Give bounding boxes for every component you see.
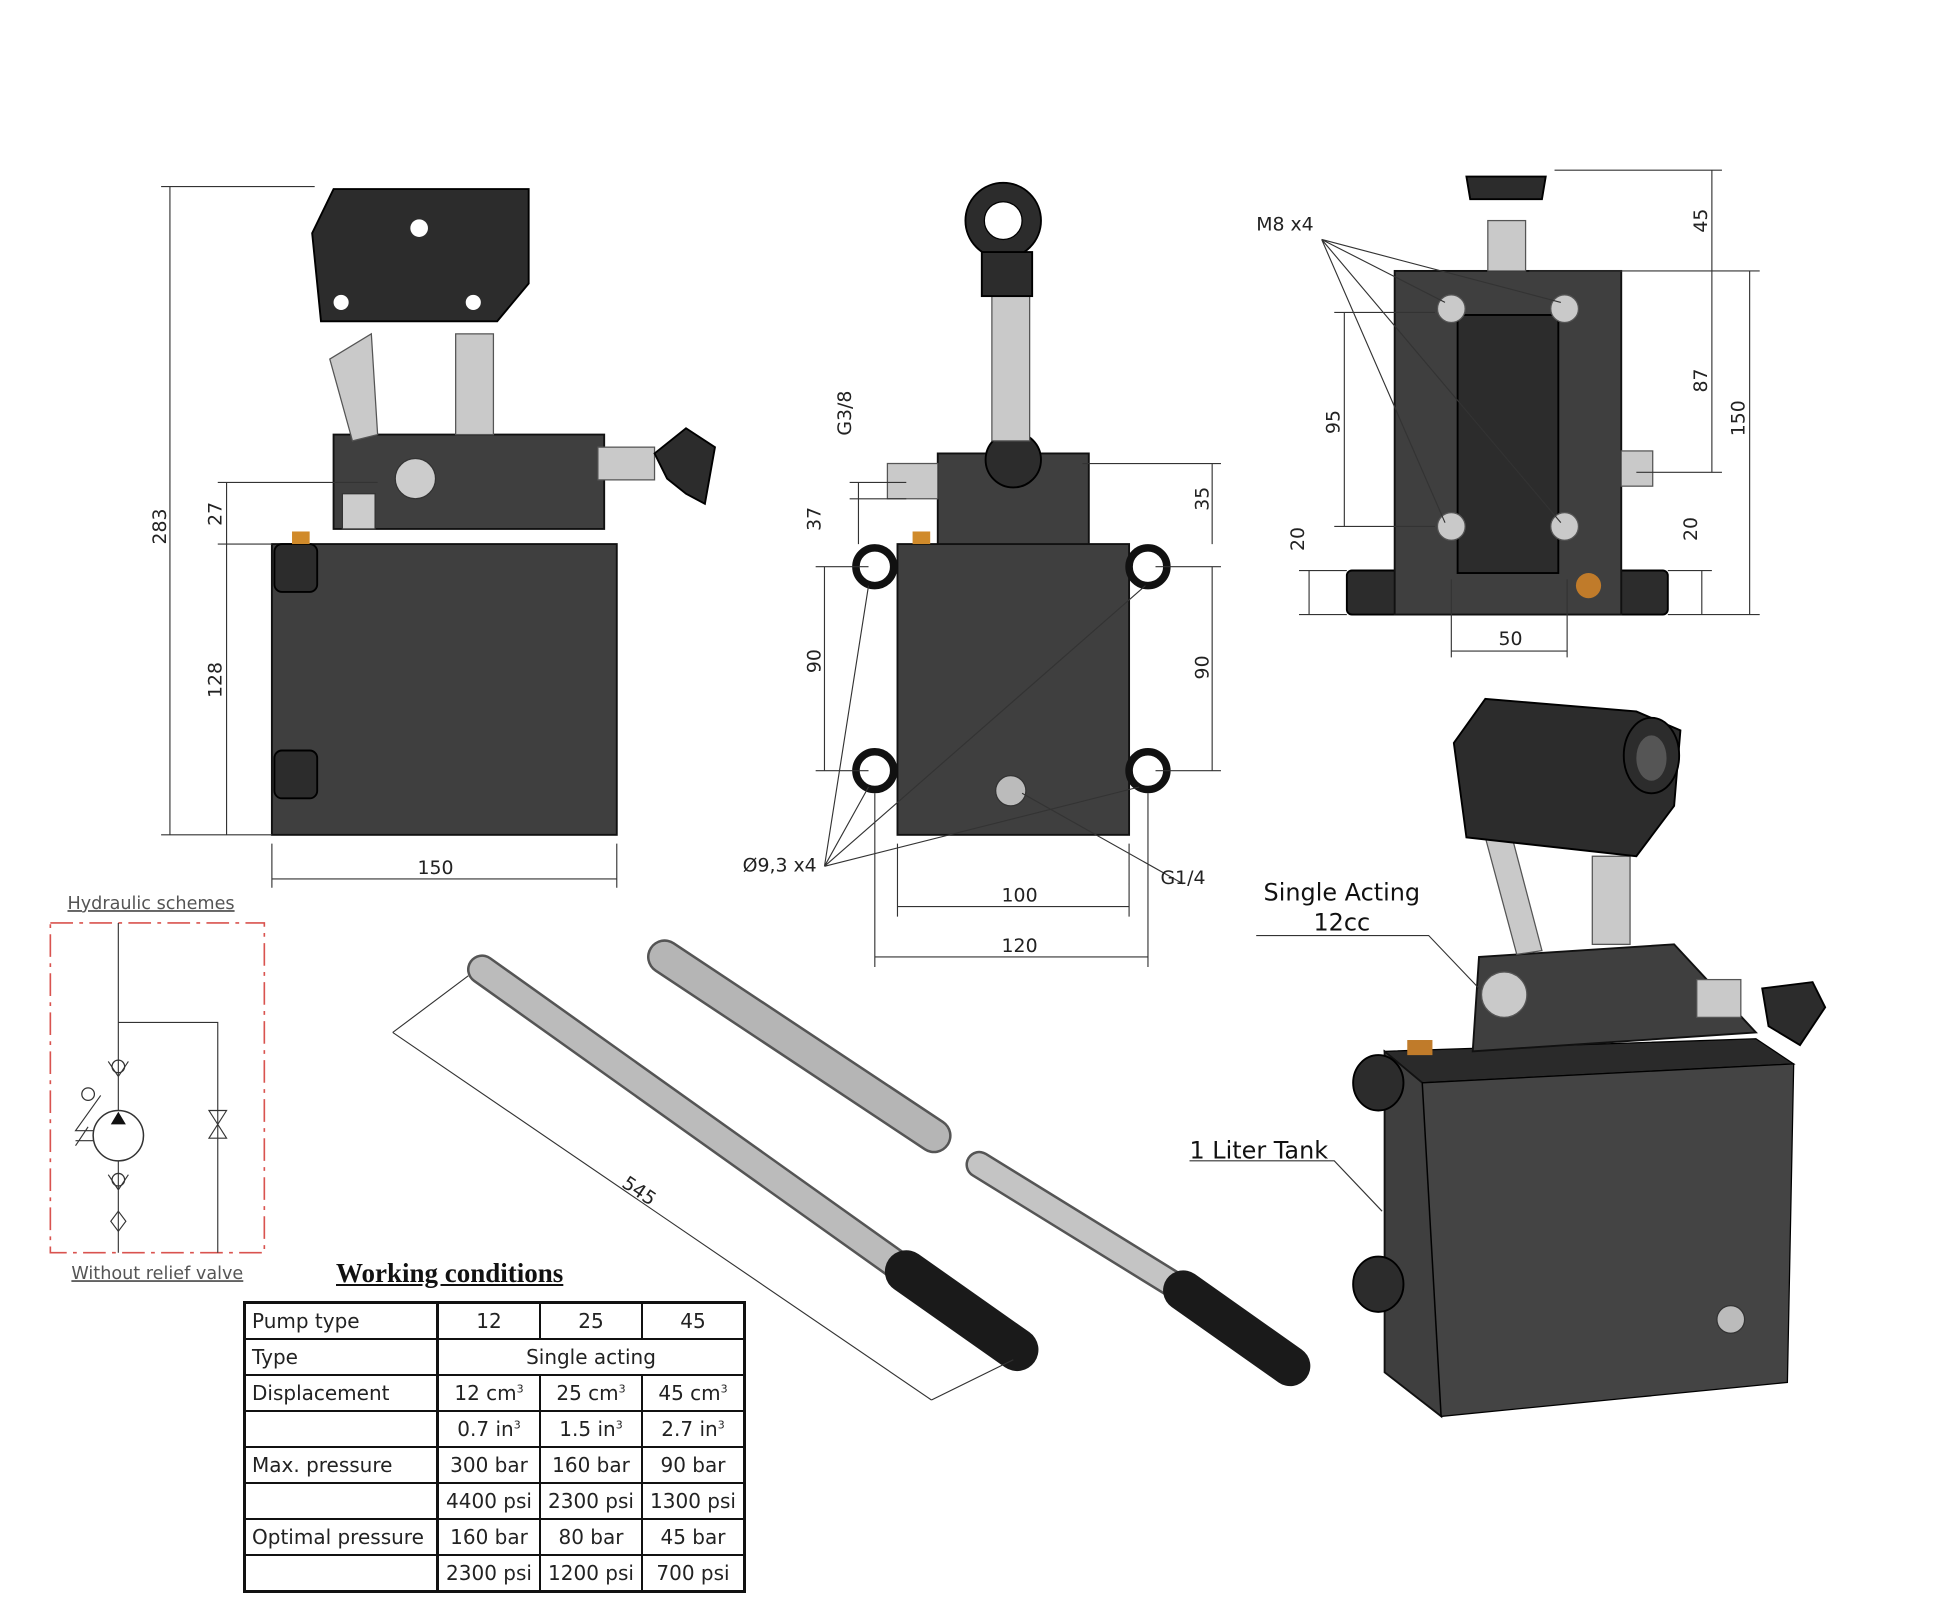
dim-90-left: 90 xyxy=(804,649,826,673)
dim-m8: M8 x4 xyxy=(1256,214,1313,236)
top-view xyxy=(1345,175,1669,616)
cell: 12 cm3 xyxy=(436,1374,541,1412)
front-view xyxy=(270,188,716,836)
dim-37: 37 xyxy=(804,507,826,531)
dim-90-right: 90 xyxy=(1191,655,1213,679)
cell: 90 bar xyxy=(641,1446,746,1484)
pump-type-45: 45 xyxy=(641,1301,746,1340)
handle-rods: 545 xyxy=(392,939,1311,1401)
row-label: Max. pressure xyxy=(243,1446,439,1484)
iso-view: Single Acting 12cc 1 Liter Tank xyxy=(1189,697,1827,1419)
label-1-liter-tank: 1 Liter Tank xyxy=(1190,1136,1329,1164)
row-label: Pump type xyxy=(243,1301,439,1340)
dim-mount-holes: Ø9,3 x4 xyxy=(743,854,817,876)
dim-545: 545 xyxy=(618,1172,660,1210)
dim-27: 27 xyxy=(205,502,227,526)
type-value: Single acting xyxy=(436,1338,746,1376)
table-row: Displacement 12 cm3 25 cm3 45 cm3 xyxy=(243,1374,746,1412)
side-view xyxy=(852,181,1171,836)
dim-128: 128 xyxy=(205,662,227,698)
cell: 1.5 in3 xyxy=(539,1410,643,1448)
cell: 300 bar xyxy=(436,1446,541,1484)
row-label: Optimal pressure xyxy=(243,1518,439,1556)
dim-150-top: 150 xyxy=(1728,400,1750,436)
dim-50: 50 xyxy=(1498,628,1522,650)
table-row: 2300 psi 1200 psi 700 psi xyxy=(243,1554,746,1593)
cell: 2300 psi xyxy=(436,1554,541,1593)
cell: 45 cm3 xyxy=(641,1374,746,1412)
row-label: Type xyxy=(243,1338,439,1376)
label-12cc: 12cc xyxy=(1313,909,1370,937)
dim-g38: G3/8 xyxy=(834,391,856,436)
cell: 2.7 in3 xyxy=(641,1410,746,1448)
hydraulic-caption: Without relief valve xyxy=(71,1264,243,1284)
table-row: Optimal pressure 160 bar 80 bar 45 bar xyxy=(243,1518,746,1556)
cell: 80 bar xyxy=(539,1518,643,1556)
hydraulic-title: Hydraulic schemes xyxy=(67,894,234,914)
cell: 2300 psi xyxy=(539,1482,643,1520)
table-row: 0.7 in3 1.5 in3 2.7 in3 xyxy=(243,1410,746,1448)
dim-20-left: 20 xyxy=(1287,527,1309,551)
cell: 45 bar xyxy=(641,1518,746,1556)
dim-95: 95 xyxy=(1322,410,1344,434)
pump-type-25: 25 xyxy=(539,1301,643,1340)
hydraulic-scheme: Hydraulic schemes Without relief valve xyxy=(49,894,266,1284)
cell: 160 bar xyxy=(436,1518,541,1556)
dim-150: 150 xyxy=(418,857,454,879)
front-view-dimensions: 283 27 128 150 xyxy=(149,186,618,888)
side-view-dimensions: G3/8 37 90 35 90 100 120 Ø9,3 x4 G1/4 xyxy=(743,391,1221,968)
cell: 1200 psi xyxy=(539,1554,643,1593)
dim-100: 100 xyxy=(1002,885,1038,907)
top-view-dimensions: M8 x4 45 87 150 95 20 20 50 xyxy=(1256,169,1760,658)
dim-120: 120 xyxy=(1002,935,1038,957)
working-conditions-title: Working conditions xyxy=(336,1258,564,1288)
dim-g14: G1/4 xyxy=(1161,867,1206,889)
row-label xyxy=(243,1410,439,1448)
pump-type-12: 12 xyxy=(436,1301,541,1340)
working-conditions-table: Pump type 12 25 45 Type Single acting Di… xyxy=(243,1301,746,1593)
table-row: Type Single acting xyxy=(243,1338,746,1376)
cell: 160 bar xyxy=(539,1446,643,1484)
dim-45: 45 xyxy=(1690,209,1712,233)
row-label: Displacement xyxy=(243,1374,439,1412)
dim-20-right: 20 xyxy=(1680,517,1702,541)
cell: 4400 psi xyxy=(436,1482,541,1520)
dim-87: 87 xyxy=(1690,368,1712,392)
label-single-acting: Single Acting xyxy=(1264,878,1421,906)
cell: 700 psi xyxy=(641,1554,746,1593)
cell: 0.7 in3 xyxy=(436,1410,541,1448)
row-label xyxy=(243,1482,439,1520)
row-label xyxy=(243,1554,439,1593)
table-row: Pump type 12 25 45 xyxy=(243,1301,746,1340)
cell: 1300 psi xyxy=(641,1482,746,1520)
table-row: 4400 psi 2300 psi 1300 psi xyxy=(243,1482,746,1520)
dim-35: 35 xyxy=(1191,487,1213,511)
table-row: Max. pressure 300 bar 160 bar 90 bar xyxy=(243,1446,746,1484)
dim-283: 283 xyxy=(149,508,171,544)
cell: 25 cm3 xyxy=(539,1374,643,1412)
